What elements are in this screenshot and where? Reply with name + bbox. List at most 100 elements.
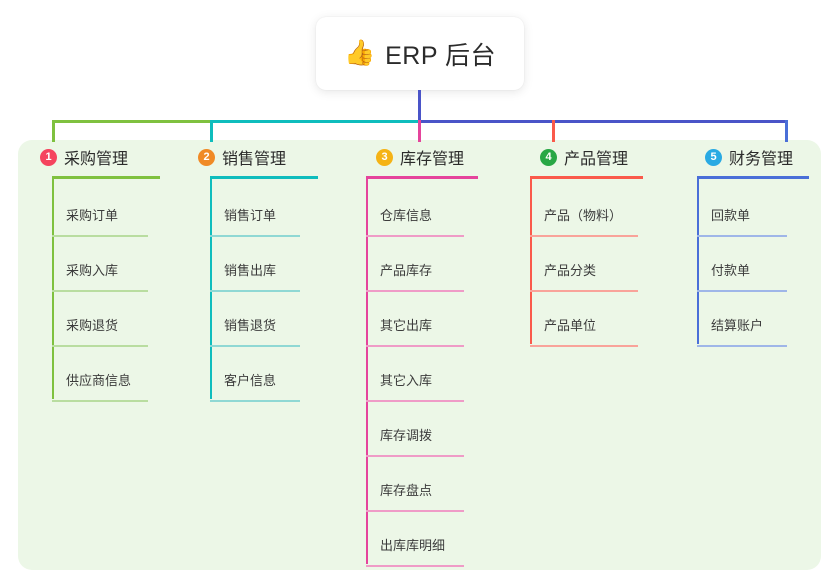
branch-header-4[interactable]: 4 产品管理 — [538, 146, 643, 168]
list-item-label: 回款单 — [711, 208, 751, 223]
list-item-label: 供应商信息 — [66, 373, 132, 388]
trunk-segment-1 — [52, 120, 210, 123]
list-item-rule — [366, 345, 464, 347]
branch-4[interactable]: 4 产品管理 — [530, 146, 643, 179]
list-item-label: 产品（物料） — [544, 208, 623, 223]
thumbs-up-icon: 👍 — [343, 39, 376, 67]
list-item-label: 客户信息 — [224, 373, 277, 388]
branch-2[interactable]: 2 销售管理 — [196, 146, 318, 179]
branch-spine-4 — [530, 179, 532, 344]
trunk-segment-2 — [210, 120, 418, 123]
list-item-rule — [530, 290, 638, 292]
list-item-rule — [366, 290, 464, 292]
list-item[interactable]: 采购退货 — [52, 292, 148, 347]
branch-drop-connector-1 — [52, 120, 55, 142]
branch-title-4: 产品管理 — [564, 151, 629, 168]
list-item-rule — [210, 345, 300, 347]
list-item[interactable]: 采购订单 — [52, 182, 148, 237]
branch-header-1[interactable]: 1 采购管理 — [38, 146, 160, 168]
list-item-rule — [366, 510, 464, 512]
branch-items-1: 采购订单采购入库采购退货供应商信息 — [52, 182, 148, 402]
branch-header-2[interactable]: 2 销售管理 — [196, 146, 318, 168]
list-item-rule — [697, 345, 787, 347]
list-item-label: 产品分类 — [544, 263, 597, 278]
list-item-label: 其它出库 — [380, 318, 433, 333]
list-item-rule — [52, 235, 148, 237]
list-item[interactable]: 产品（物料） — [530, 182, 638, 237]
branch-badge-4: 4 — [540, 148, 557, 166]
list-item-rule — [366, 400, 464, 402]
trunk-segment-3 — [418, 120, 788, 123]
branch-items-5: 回款单付款单结算账户 — [697, 182, 787, 347]
list-item[interactable]: 采购入库 — [52, 237, 148, 292]
list-item-label: 仓库信息 — [380, 208, 433, 223]
branch-drop-connector-2 — [210, 120, 213, 142]
list-item-rule — [210, 400, 300, 402]
list-item-rule — [366, 235, 464, 237]
list-item[interactable]: 回款单 — [697, 182, 787, 237]
list-item-label: 销售订单 — [224, 208, 277, 223]
branch-rule-2 — [210, 176, 318, 179]
branch-spine-5 — [697, 179, 699, 344]
branch-rule-5 — [697, 176, 809, 179]
list-item-rule — [210, 235, 300, 237]
list-item[interactable]: 付款单 — [697, 237, 787, 292]
list-item-rule — [366, 455, 464, 457]
root-stem-connector — [418, 90, 421, 122]
branch-title-2: 销售管理 — [222, 151, 287, 168]
list-item[interactable]: 库存调拨 — [366, 402, 464, 457]
list-item[interactable]: 产品分类 — [530, 237, 638, 292]
branch-drop-connector-3 — [418, 120, 421, 142]
list-item[interactable]: 产品库存 — [366, 237, 464, 292]
list-item-label: 采购退货 — [66, 318, 119, 333]
branch-spine-3 — [366, 179, 368, 564]
list-item-label: 采购订单 — [66, 208, 119, 223]
branch-items-4: 产品（物料） 产品分类产品单位 — [530, 182, 638, 347]
list-item[interactable]: 仓库信息 — [366, 182, 464, 237]
list-item[interactable]: 库存盘点 — [366, 457, 464, 512]
branches-panel — [18, 140, 821, 570]
list-item-label: 采购入库 — [66, 263, 119, 278]
list-item-rule — [52, 290, 148, 292]
branch-badge-2: 2 — [198, 148, 215, 166]
list-item-rule — [366, 565, 464, 567]
list-item[interactable]: 销售退货 — [210, 292, 300, 347]
list-item-rule — [210, 290, 300, 292]
list-item[interactable]: 销售订单 — [210, 182, 300, 237]
list-item[interactable]: 结算账户 — [697, 292, 787, 347]
list-item[interactable]: 其它出库 — [366, 292, 464, 347]
branch-drop-connector-4 — [552, 120, 555, 142]
branch-1[interactable]: 1 采购管理 — [38, 146, 160, 179]
branch-spine-2 — [210, 179, 212, 399]
list-item-rule — [697, 290, 787, 292]
list-item[interactable]: 销售出库 — [210, 237, 300, 292]
list-item[interactable]: 出库库明细 — [366, 512, 464, 567]
branch-title-3: 库存管理 — [400, 151, 465, 168]
root-node[interactable]: 👍 ERP 后台 — [316, 17, 524, 90]
list-item-label: 库存盘点 — [380, 483, 433, 498]
branch-title-1: 采购管理 — [64, 151, 129, 168]
list-item[interactable]: 供应商信息 — [52, 347, 148, 402]
list-item-label: 销售退货 — [224, 318, 277, 333]
root-title: ERP 后台 — [385, 41, 497, 70]
list-item-rule — [52, 400, 148, 402]
branch-rule-3 — [366, 176, 478, 179]
list-item[interactable]: 客户信息 — [210, 347, 300, 402]
list-item-label: 其它入库 — [380, 373, 433, 388]
list-item-label: 结算账户 — [711, 318, 764, 333]
list-item[interactable]: 其它入库 — [366, 347, 464, 402]
list-item-rule — [697, 235, 787, 237]
branch-spine-1 — [52, 179, 54, 399]
list-item-label: 产品单位 — [544, 318, 597, 333]
branch-badge-1: 1 — [40, 148, 57, 166]
branch-title-5: 财务管理 — [729, 151, 794, 168]
list-item-label: 产品库存 — [380, 263, 433, 278]
branch-rule-1 — [52, 176, 160, 179]
list-item-rule — [530, 235, 638, 237]
list-item[interactable]: 产品单位 — [530, 292, 638, 347]
